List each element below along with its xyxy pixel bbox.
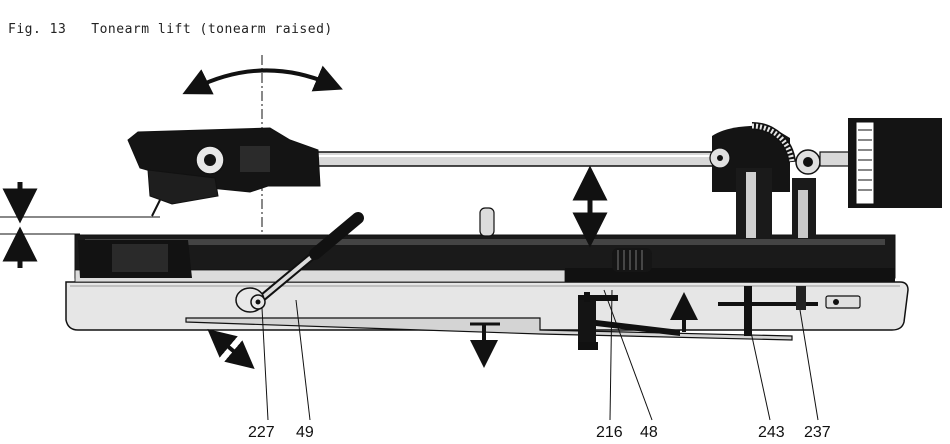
lift-lever bbox=[258, 212, 364, 302]
lift-cam bbox=[235, 287, 266, 313]
figure-caption: Fig. 13 Tonearm lift (tonearm raised) bbox=[8, 22, 333, 37]
callout-227: 227 bbox=[248, 424, 275, 441]
tonearm bbox=[127, 127, 721, 217]
height-indicator-icon bbox=[0, 182, 160, 268]
callout-48: 48 bbox=[640, 424, 658, 441]
right-lift-mechanism bbox=[718, 286, 861, 336]
callout-49: 49 bbox=[296, 424, 314, 441]
lift-push-rod bbox=[185, 317, 793, 341]
control-knob bbox=[612, 248, 652, 272]
tonearm-pivot-assembly bbox=[709, 118, 942, 238]
rotation-arrow-icon bbox=[182, 65, 343, 95]
callout-237: 237 bbox=[804, 424, 831, 441]
cam-rotation-arrow-icon bbox=[207, 328, 255, 370]
callout-216: 216 bbox=[596, 424, 623, 441]
leader-lines bbox=[261, 289, 819, 421]
lift-post bbox=[479, 207, 495, 237]
callout-243: 243 bbox=[758, 424, 785, 441]
